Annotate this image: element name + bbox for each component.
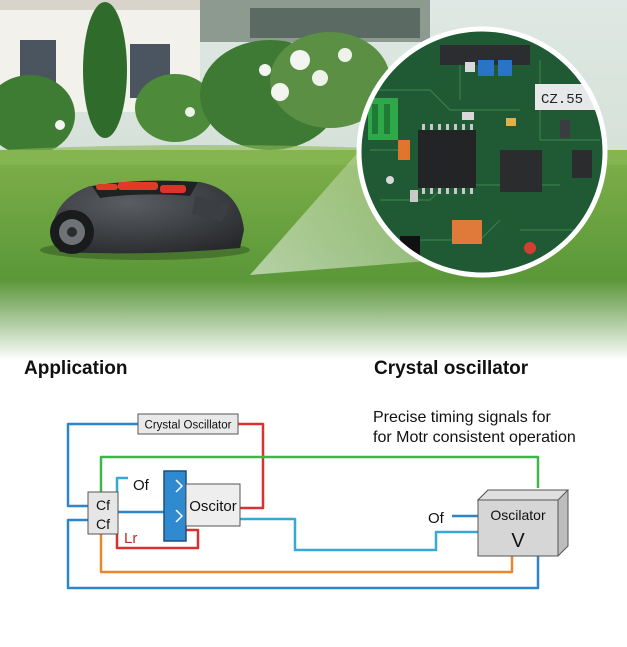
oscitor-label: Oscitor: [189, 498, 237, 515]
application-heading: Application: [24, 358, 128, 379]
crystal-oscillator-box-label: Crystal Oscillator: [145, 420, 232, 432]
description-line-1: Precise timing signals for: [373, 409, 552, 426]
description-line-2: for Motr consistent operation: [373, 429, 576, 446]
orange-component: [452, 220, 482, 244]
wire-red-bottom: [115, 526, 200, 550]
lr-label: Lr: [124, 530, 137, 547]
wire-blue-bottom: [66, 518, 540, 590]
capacitor-label-bottom: Cf: [96, 516, 110, 532]
crystal-oscillator-box: [137, 413, 239, 435]
wire-orange: [99, 534, 514, 574]
oscillator-box-title: Oscilator: [490, 507, 546, 523]
circuit-diagram: Crystal Oscillator Precise timing signal…: [0, 360, 627, 642]
crystal-oscillator-heading: Crystal oscillator: [374, 358, 529, 379]
oscitor-box: [185, 483, 241, 527]
robot-mower: [40, 180, 250, 260]
capacitor-box: [87, 491, 119, 535]
of-label-left: Of: [133, 477, 150, 494]
wire-red-top: [238, 422, 265, 510]
zoom-beam: [250, 150, 440, 275]
hero-photo: CZ.55: [0, 0, 627, 360]
pcb-label-text: CZ.55: [541, 92, 583, 108]
oscillator-box-symbol: V: [511, 530, 525, 552]
ic-chip: [418, 130, 476, 188]
circuit-svg: Crystal Oscillator Precise timing signal…: [66, 409, 576, 590]
pcb-zoom-lens: CZ.55: [356, 26, 608, 278]
capacitor-label-top: Cf: [96, 497, 110, 513]
wire-green: [99, 455, 540, 492]
of-label-right: Of: [428, 510, 445, 527]
wire-cyan: [190, 517, 478, 552]
wire-blue-top: [66, 422, 138, 508]
oscillator-box: [476, 489, 570, 557]
oscitor-crystal-element: [163, 470, 187, 542]
wire-of-left: [115, 476, 128, 496]
cypress-shrub: [83, 2, 127, 138]
lawn-scene: CZ.55: [0, 0, 627, 360]
